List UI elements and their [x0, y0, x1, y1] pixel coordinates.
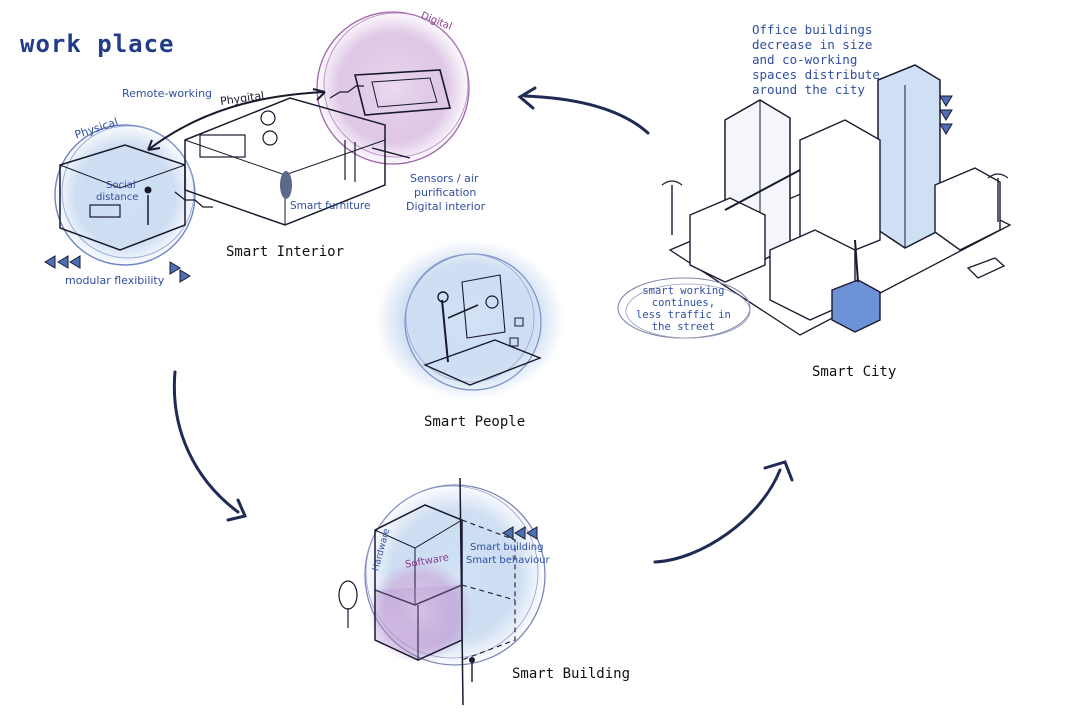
smart-building-sketch — [338, 477, 547, 706]
cycle-arrows — [172, 86, 794, 564]
people-wash — [375, 240, 565, 400]
arrow-building-to-city — [653, 468, 782, 564]
smart-people-sketch — [375, 240, 565, 400]
arrow-city-to-interior — [523, 94, 650, 135]
label-smart-furniture: Smart furniture — [290, 200, 371, 212]
label-distance: distance — [96, 192, 139, 203]
smart-city-sketch — [617, 64, 1012, 339]
caption-smart-city: Smart City — [812, 364, 897, 380]
label-smart-building: Smart building — [470, 542, 544, 553]
arrow-interior-to-building — [172, 370, 240, 514]
caption-smart-building: Smart Building — [512, 666, 631, 682]
label-social: Social — [106, 180, 136, 191]
building-wash-purple — [368, 560, 472, 664]
caption-smart-people: Smart People — [424, 414, 526, 430]
label-sensors-1: Sensors / air — [410, 172, 479, 185]
label-sensors-2: purification — [414, 186, 477, 199]
physical-wash-circle — [53, 123, 197, 267]
smart-interior-sketch — [44, 10, 471, 283]
city-office-note: Office buildings decrease in size and co… — [752, 22, 880, 97]
caption-smart-interior: Smart Interior — [226, 244, 345, 260]
label-remote-working: Remote-working — [122, 87, 213, 100]
digital-wash-circle — [315, 10, 471, 166]
label-sensors-3: Digital interior — [406, 200, 486, 213]
label-smart-behaviour: Smart behaviour — [466, 555, 550, 566]
city-smart-working-note: smart working continues, less traffic in… — [636, 285, 731, 333]
page-title: work place — [20, 30, 175, 58]
label-modular-flexibility: modular flexibility — [65, 274, 165, 287]
